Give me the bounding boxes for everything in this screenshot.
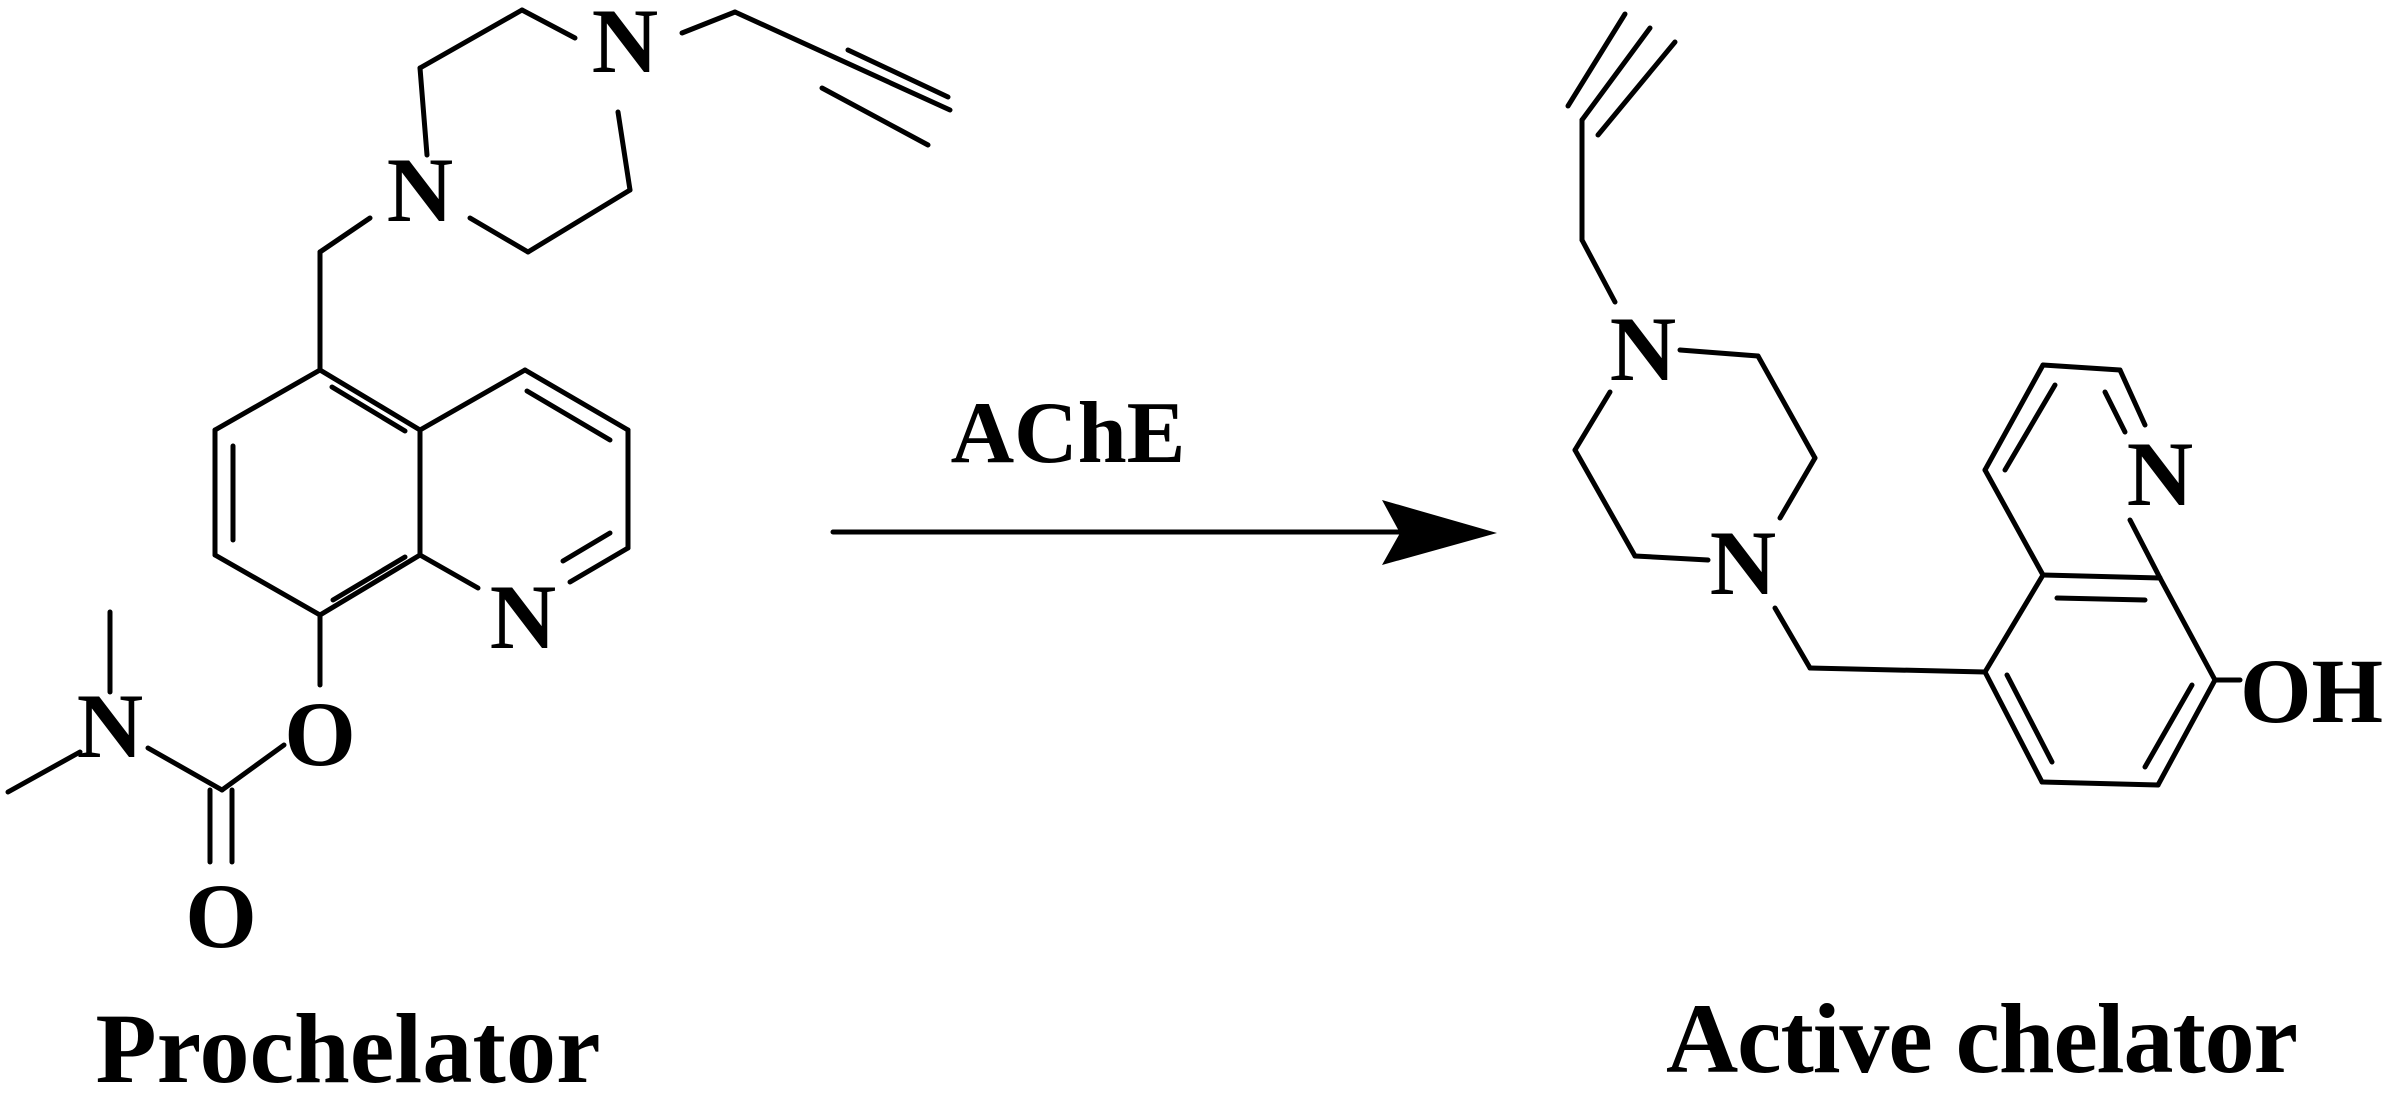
prochelator-structure: N N N O N O <box>5 0 953 967</box>
prochelator-n-quinoline: N <box>490 566 556 668</box>
prochelator-o-carbonyl: O <box>185 865 257 967</box>
active-chelator-structure: N N N OH <box>1565 11 2383 788</box>
reaction-arrow <box>830 500 1497 565</box>
prochelator-n-carbamate: N <box>77 675 143 777</box>
prochelator-n-piperazine-bottom: N <box>387 139 453 241</box>
prochelator-caption: Prochelator <box>96 993 601 1093</box>
reagent-label: AChE <box>951 385 1186 482</box>
active-chelator-hydroxyl: OH <box>2240 640 2383 742</box>
prochelator-n-piperazine-top: N <box>592 0 658 92</box>
active-chelator-n-piperazine-bottom: N <box>1710 512 1776 614</box>
prochelator-o-ester: O <box>284 683 356 785</box>
active-chelator-n-quinoline: N <box>2127 423 2193 525</box>
active-chelator-n-piperazine-top: N <box>1610 298 1676 400</box>
active-chelator-caption: Active chelator <box>1666 983 2298 1093</box>
